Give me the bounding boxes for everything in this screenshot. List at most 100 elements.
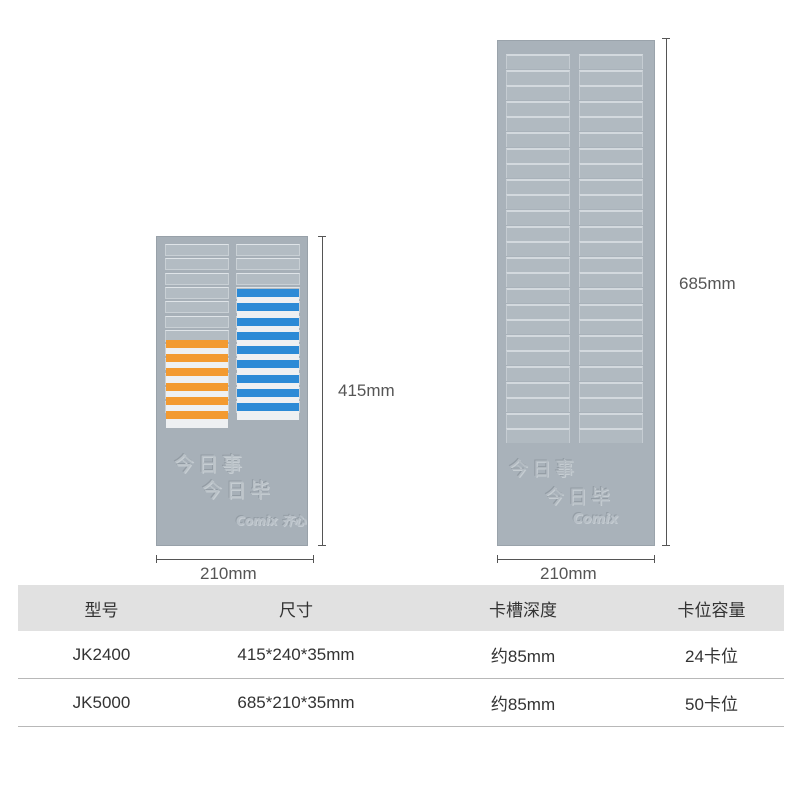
- card-slot: [506, 163, 570, 179]
- card-slot: [579, 303, 643, 319]
- dimension-tick: [497, 555, 498, 563]
- spec-table: 型号 尺寸 卡槽深度 卡位容量 JK2400 415*240*35mm 约85m…: [18, 585, 784, 727]
- card-slot: [579, 116, 643, 132]
- card-slot: [506, 100, 570, 116]
- cell-slot-depth: 约85mm: [407, 678, 639, 727]
- blue-time-card: [237, 317, 299, 335]
- blue-time-card: [237, 360, 299, 378]
- header-slot-depth: 卡槽深度: [407, 585, 639, 631]
- tall-height-label: 685mm: [679, 274, 736, 293]
- right-slot-column: [579, 54, 643, 444]
- jk5000-card-rack-image: 今日事 今日毕 Comix: [497, 40, 655, 546]
- table-row: JK2400 415*240*35mm 约85mm 24卡位: [18, 631, 784, 679]
- card-slot: [506, 132, 570, 147]
- dimension-tick: [662, 38, 670, 39]
- emboss-slogan-line2: 今日毕: [545, 486, 615, 508]
- jk2400-card-rack-image: 今日事 今日毕 Comix 齐心: [156, 236, 308, 546]
- brand-logo-emboss: Comix 齐心: [236, 514, 306, 528]
- card-slot: [506, 397, 570, 413]
- cell-capacity: 24卡位: [639, 631, 784, 679]
- orange-time-card: [166, 339, 228, 357]
- orange-time-card: [166, 382, 228, 400]
- blue-time-card: [237, 303, 299, 321]
- card-slot: [579, 210, 643, 225]
- dimension-tick: [318, 545, 326, 546]
- brand-logo-emboss: Comix: [573, 512, 618, 527]
- card-slot: [506, 116, 570, 132]
- cell-size: 415*240*35mm: [185, 631, 407, 679]
- blue-time-card: [237, 374, 299, 392]
- card-slot: [506, 54, 570, 69]
- blue-time-card: [237, 389, 299, 406]
- height-dimension-line: [322, 236, 323, 546]
- card-slot: [579, 256, 643, 272]
- card-slot: [165, 301, 229, 314]
- card-slot: [165, 244, 229, 256]
- orange-time-card: [166, 354, 228, 372]
- card-slot: [506, 381, 570, 397]
- card-slot: [579, 366, 643, 381]
- card-slot: [579, 412, 643, 428]
- dimension-tick: [156, 555, 157, 563]
- card-slot: [506, 288, 570, 303]
- card-slot: [579, 319, 643, 335]
- card-slot: [506, 178, 570, 194]
- orange-time-card: [166, 368, 228, 386]
- card-slot: [506, 241, 570, 257]
- header-model: 型号: [18, 585, 185, 631]
- emboss-slogan-line2: 今日毕: [202, 478, 274, 502]
- card-slot: [236, 244, 300, 256]
- card-slot: [165, 315, 229, 328]
- width-dimension-line: [156, 559, 314, 560]
- card-slot: [579, 54, 643, 69]
- card-slot: [506, 194, 570, 210]
- card-slot: [506, 147, 570, 163]
- card-slot: [579, 334, 643, 350]
- blue-time-card: [237, 288, 299, 306]
- left-slot-column: [506, 54, 570, 444]
- card-slot: [579, 241, 643, 257]
- card-slot: [506, 210, 570, 225]
- card-slot: [579, 163, 643, 179]
- orange-time-card: [166, 411, 228, 429]
- card-slot: [579, 178, 643, 194]
- card-slot: [506, 272, 570, 288]
- tall-width-label: 210mm: [540, 564, 597, 583]
- card-slot: [506, 334, 570, 350]
- card-slot: [579, 288, 643, 303]
- table-header-row: 型号 尺寸 卡槽深度 卡位容量: [18, 585, 784, 631]
- emboss-slogan-line1: 今日事: [174, 452, 246, 476]
- card-slot: [165, 258, 229, 271]
- emboss-slogan-line1: 今日事: [509, 458, 579, 480]
- orange-time-card: [166, 397, 228, 414]
- cell-size: 685*210*35mm: [185, 678, 407, 727]
- card-slot: [506, 366, 570, 381]
- cell-capacity: 50卡位: [639, 678, 784, 727]
- dimension-tick: [654, 555, 655, 563]
- card-slot: [236, 258, 300, 271]
- height-dimension-line: [666, 38, 667, 546]
- card-slot: [579, 225, 643, 241]
- card-slot: [579, 397, 643, 413]
- blue-time-card: [237, 346, 299, 364]
- card-slot: [165, 286, 229, 299]
- card-slot: [506, 303, 570, 319]
- header-capacity: 卡位容量: [639, 585, 784, 631]
- card-slot: [579, 132, 643, 147]
- card-slot: [506, 85, 570, 101]
- card-slot: [506, 428, 570, 444]
- card-slot: [506, 412, 570, 428]
- blue-time-card: [237, 403, 299, 421]
- card-slot: [165, 272, 229, 285]
- card-slot: [579, 381, 643, 397]
- card-slot: [579, 147, 643, 163]
- blue-time-card: [237, 331, 299, 349]
- card-slot: [506, 350, 570, 366]
- cell-slot-depth: 约85mm: [407, 631, 639, 679]
- cell-model: JK5000: [18, 678, 185, 727]
- card-slot: [579, 85, 643, 101]
- header-size: 尺寸: [185, 585, 407, 631]
- card-slot: [579, 100, 643, 116]
- dimension-tick: [662, 545, 670, 546]
- card-slot: [506, 319, 570, 335]
